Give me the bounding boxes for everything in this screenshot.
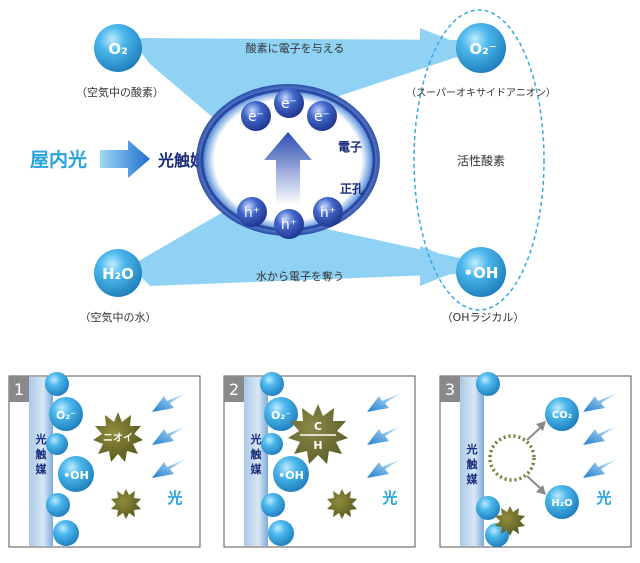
oh-label: •OH <box>464 264 499 282</box>
svg-text:h⁺: h⁺ <box>320 205 336 221</box>
panel-2-oh: •OH <box>278 469 304 482</box>
panel-2: 2 光 触 媒 O₂⁻ •OH C H 光 <box>223 372 416 548</box>
panel-3-number: 3 <box>445 380 455 399</box>
photocatalyst-label: 光触媒 <box>157 151 207 170</box>
panel-2-carbon: C <box>314 420 322 433</box>
panel-2-hydrogen: H <box>313 439 322 452</box>
panel-2-light-label: 光 <box>381 489 397 507</box>
excitation-arrow <box>264 132 312 205</box>
panel-2-coating <box>244 377 268 546</box>
svg-text:e⁻: e⁻ <box>281 96 297 112</box>
panel-3: 3 光 触 媒 CO₂ H₂O 光 <box>439 372 632 548</box>
panel-1-coating-label-1: 光 <box>35 432 47 446</box>
indoor-light-label: 屋内光 <box>30 148 87 171</box>
panel-2-light-arrow-2 <box>367 426 401 445</box>
panel-2-contaminant <box>288 404 348 464</box>
panel-1-coating-label-3: 媒 <box>35 462 48 476</box>
o2-molecule <box>94 24 142 72</box>
panel-1-coating-label-2: 触 <box>35 447 47 461</box>
arrow-top-label: 酸素に電子を与える <box>246 41 345 55</box>
h2o-molecule <box>94 249 142 297</box>
electron-1: e⁻ <box>241 101 271 131</box>
panel-1: 1 光 触 媒 O₂⁻ •OH ニオイ 光 <box>8 372 201 548</box>
panel-3-coating <box>460 377 484 546</box>
superoxide-caption: （スーパーオキサイドアニオン） <box>406 87 556 99</box>
panel-2-o2: O₂⁻ <box>271 409 291 422</box>
superoxide-molecule <box>456 23 506 73</box>
panel-3-light-arrow-1 <box>583 393 617 412</box>
electron-3: e⁻ <box>307 101 337 131</box>
panel-1-number-badge <box>9 376 29 402</box>
panel-1-odor-label: ニオイ <box>103 432 133 444</box>
panel-1-light-arrow-3 <box>152 459 186 478</box>
h2o-caption: （空気中の水） <box>80 310 157 324</box>
panel-2-light-arrow-3 <box>367 459 401 478</box>
svg-text:媒: 媒 <box>250 462 263 476</box>
panel-1-light-label: 光 <box>166 489 182 507</box>
transfer-band-bottom <box>130 208 470 286</box>
oh-caption: （OHラジカル） <box>442 311 525 324</box>
active-oxygen-label: 活性酸素 <box>457 153 505 168</box>
svg-text:h⁺: h⁺ <box>281 217 297 233</box>
panel-1-number: 1 <box>14 380 24 399</box>
panel-2-light-arrow-1 <box>367 393 401 412</box>
svg-text:媒: 媒 <box>466 472 479 486</box>
electron-label: 電子 <box>338 140 362 154</box>
panel-3-light-arrow-3 <box>583 459 617 478</box>
panel-1-oh: •OH <box>63 469 89 482</box>
panel-3-h2o: H₂O <box>551 498 572 509</box>
electron-2: e⁻ <box>274 88 304 118</box>
hole-1: h⁺ <box>237 197 267 227</box>
svg-text:光: 光 <box>466 442 478 456</box>
oh-radical <box>456 247 506 297</box>
svg-text:h⁺: h⁺ <box>244 205 260 221</box>
panel-1-o2: O₂⁻ <box>56 409 76 422</box>
svg-text:光: 光 <box>250 432 262 446</box>
panel-3-dust-particle <box>495 506 525 536</box>
panel-2-number: 2 <box>229 380 239 399</box>
panel-3-light-arrow-2 <box>583 426 617 445</box>
indoor-light-arrow <box>100 140 150 178</box>
svg-text:触: 触 <box>250 447 262 461</box>
panel-1-odor-particle <box>93 412 143 462</box>
hole-label: 正孔 <box>340 182 364 196</box>
h2o-label: H₂O <box>102 265 134 283</box>
hole-2: h⁺ <box>274 209 304 239</box>
panel-3-light-label: 光 <box>595 489 611 507</box>
arrow-bottom-label: 水から電子を奪う <box>256 269 344 283</box>
panel-1-dust-particle <box>111 489 141 519</box>
svg-text:e⁻: e⁻ <box>314 109 330 125</box>
superoxide-label: O₂⁻ <box>469 40 496 58</box>
panel-1-light-arrow-1 <box>152 393 186 412</box>
o2-label: O₂ <box>108 40 127 58</box>
o2-caption: （空気中の酸素） <box>76 85 164 99</box>
panel-1-light-arrow-2 <box>152 426 186 445</box>
hole-3: h⁺ <box>313 197 343 227</box>
panel-3-decomposed-ring <box>488 434 536 482</box>
svg-text:触: 触 <box>466 457 478 471</box>
panel-3-number-badge <box>440 376 460 402</box>
panel-2-number-badge <box>224 376 244 402</box>
panel-2-dust-particle <box>327 489 357 519</box>
active-oxygen-boundary <box>413 9 545 311</box>
panel-3-co2: CO₂ <box>552 410 572 421</box>
svg-text:e⁻: e⁻ <box>248 109 264 125</box>
panel-1-coating <box>29 377 53 546</box>
